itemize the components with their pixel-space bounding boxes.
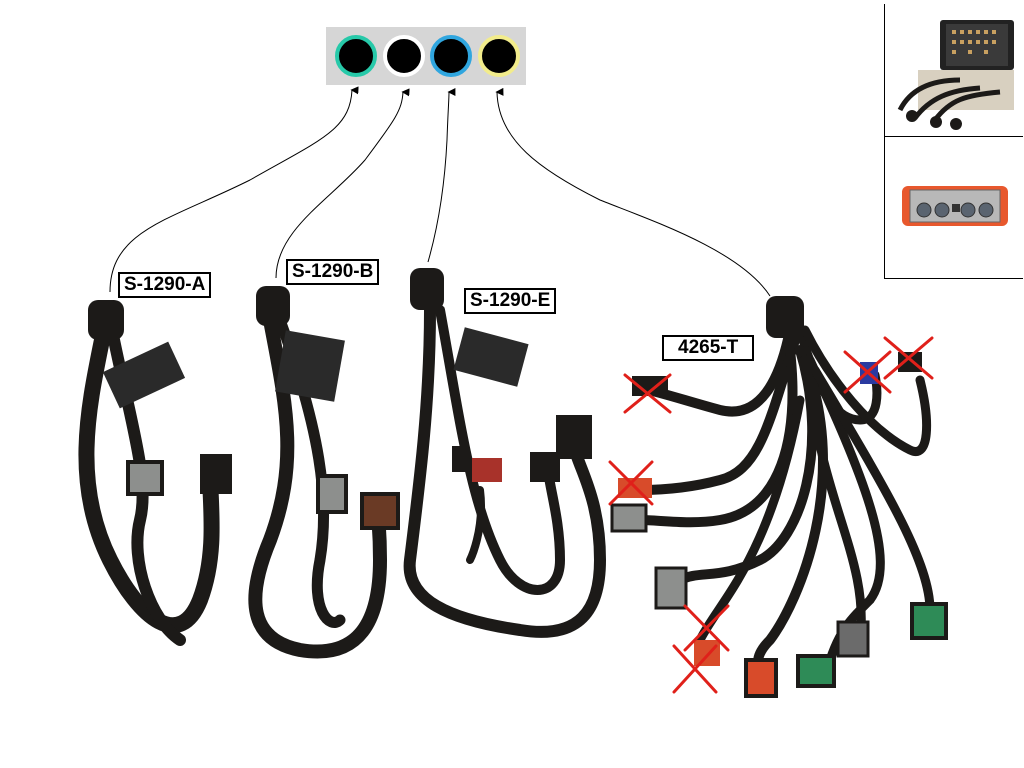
link-line-e <box>427 88 456 263</box>
harness-a <box>78 300 232 646</box>
port-white <box>383 35 425 77</box>
inset-divider <box>885 136 1023 137</box>
red-x-icon <box>623 373 672 414</box>
end-connector-black <box>200 454 232 494</box>
inset-kit-case <box>897 20 1014 130</box>
end-connector-gray <box>316 474 348 514</box>
label-s-1290-e: S-1290-E <box>464 288 557 314</box>
end-connector-gray-3 <box>836 620 870 658</box>
inset-photo-frame <box>884 4 1023 279</box>
port-panel <box>326 27 526 85</box>
label-s-1290-a: S-1290-A <box>118 272 212 298</box>
id-tag <box>275 330 345 402</box>
cross-marks <box>608 336 934 694</box>
head-connector <box>410 268 444 310</box>
inset-interface-box <box>902 186 1008 226</box>
end-connector-gray-1 <box>610 503 648 533</box>
end-connector-black-2 <box>898 352 922 372</box>
end-connector-gray <box>126 460 164 496</box>
end-connector-brown <box>360 492 400 530</box>
connection-lines <box>109 86 771 297</box>
end-connector-green-1 <box>796 654 836 688</box>
port-yellow <box>478 35 520 77</box>
end-connector-black-2 <box>556 415 592 459</box>
end-connector-black-1 <box>632 376 668 396</box>
red-x-icon <box>672 644 718 694</box>
red-x-icon <box>883 336 934 380</box>
red-x-icon <box>843 350 892 394</box>
end-connector-gray-2 <box>654 566 688 610</box>
head-connector <box>766 296 804 338</box>
red-x-icon <box>608 460 654 506</box>
end-connector-red-3 <box>744 658 778 698</box>
end-connector-red <box>472 458 502 482</box>
end-connector-small <box>452 446 468 472</box>
red-x-icon <box>683 604 730 652</box>
id-tag <box>102 341 186 409</box>
label-4265-t: 4265-T <box>662 335 755 361</box>
port-teal <box>335 35 377 77</box>
link-line-t <box>495 87 771 297</box>
end-connector-black-1 <box>530 452 560 482</box>
head-connector <box>88 300 124 340</box>
link-line-b <box>275 88 410 279</box>
link-line-a <box>109 86 359 293</box>
harness-e <box>403 268 607 638</box>
harness-b <box>248 286 400 659</box>
id-tag <box>453 327 529 387</box>
end-connector-green-2 <box>910 602 948 640</box>
port-blue <box>430 35 472 77</box>
label-s-1290-b: S-1290-B <box>286 259 380 285</box>
head-connector <box>256 286 290 326</box>
end-connector-red-2 <box>694 640 720 666</box>
